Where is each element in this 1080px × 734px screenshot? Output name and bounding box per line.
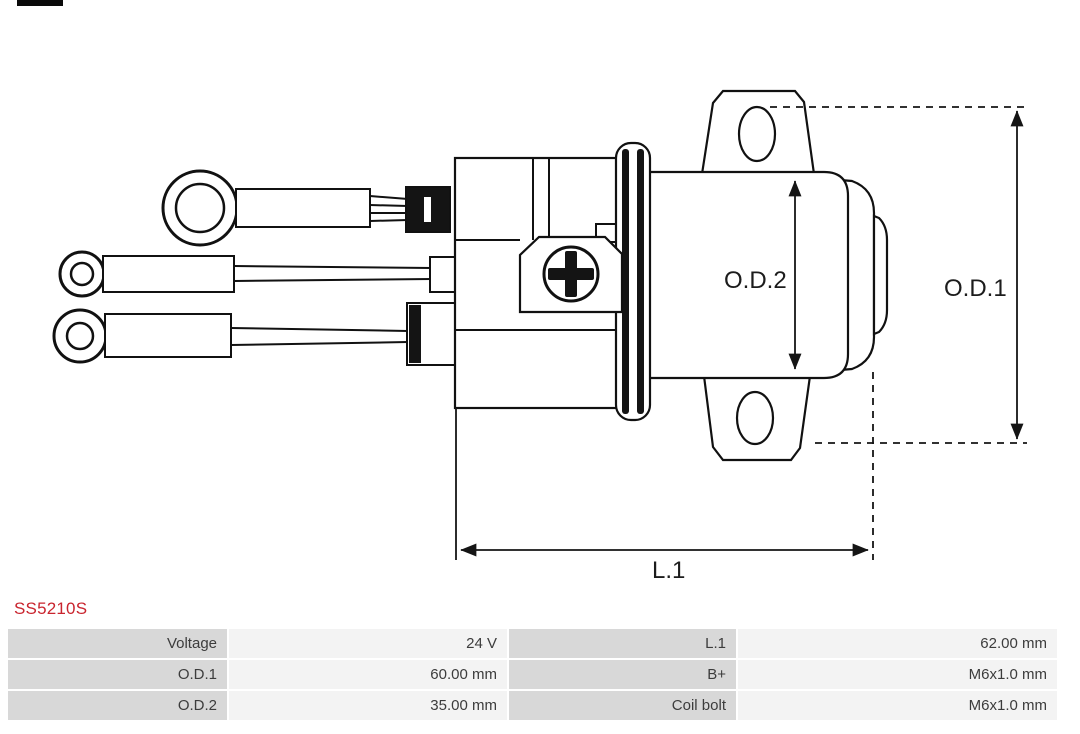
spec-value-cell: 35.00 mm <box>229 691 507 720</box>
spec-table: Voltage 24 V L.1 62.00 mm O.D.1 60.00 mm… <box>6 627 1059 722</box>
coil-terminal-screw <box>518 235 624 314</box>
spec-value-cell: 62.00 mm <box>738 629 1057 658</box>
spec-row-voltage: Voltage 24 V L.1 62.00 mm <box>8 629 1057 658</box>
wire-terminal-top <box>161 169 451 247</box>
as-brand-logo <box>17 0 63 6</box>
dimension-od1 <box>770 106 1027 444</box>
spec-row-od2: O.D.2 35.00 mm Coil bolt M6x1.0 mm <box>8 691 1057 720</box>
od1-dimension-label: O.D.1 <box>944 275 1007 302</box>
spec-label-cell: Coil bolt <box>509 691 736 720</box>
spec-label-cell: L.1 <box>509 629 736 658</box>
od2-dimension-label: O.D.2 <box>724 267 787 294</box>
spec-label-cell: O.D.1 <box>8 660 227 689</box>
spec-value-cell: 60.00 mm <box>229 660 507 689</box>
dimension-l1 <box>455 372 874 560</box>
wire-terminal-middle <box>58 250 461 298</box>
mounting-flange <box>614 141 652 422</box>
spec-label-cell: Voltage <box>8 629 227 658</box>
spec-value-cell: M6x1.0 mm <box>738 691 1057 720</box>
l1-dimension-label: L.1 <box>652 557 685 584</box>
wire-terminal-bottom <box>52 302 457 366</box>
spec-value-cell: M6x1.0 mm <box>738 660 1057 689</box>
spec-label-cell: O.D.2 <box>8 691 227 720</box>
mounting-bracket-top <box>700 89 816 176</box>
solenoid-technical-drawing: O.D.2 O.D.1 L.1 <box>52 89 1027 584</box>
mounting-bracket-bottom <box>702 374 812 462</box>
spec-row-od1: O.D.1 60.00 mm B+ M6x1.0 mm <box>8 660 1057 689</box>
spec-label-cell: B+ <box>509 660 736 689</box>
part-number: SS5210S <box>14 599 88 618</box>
spec-value-cell: 24 V <box>229 629 507 658</box>
